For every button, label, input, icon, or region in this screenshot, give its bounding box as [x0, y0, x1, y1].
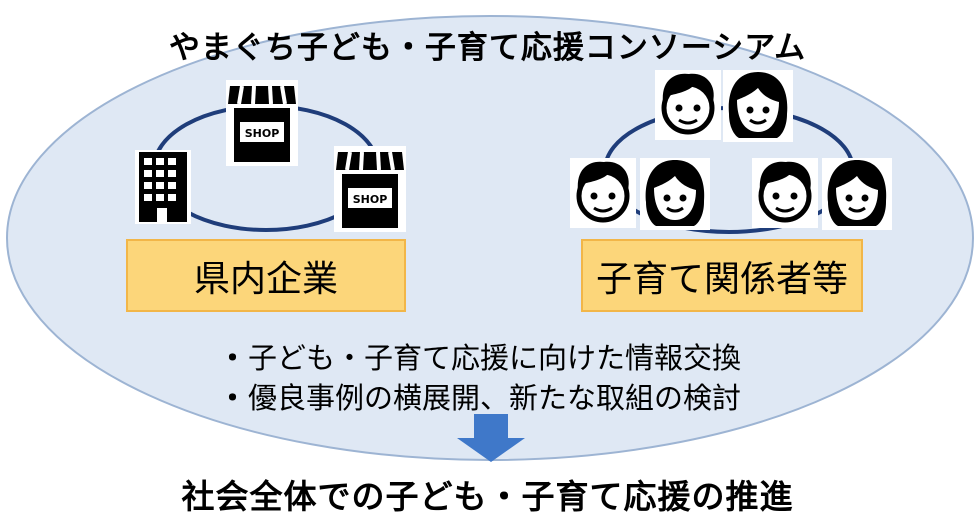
woman-face-icon: [640, 158, 710, 230]
shop-icon: SHOP: [226, 80, 298, 166]
diagram-title: やまぐち子ども・子育て応援コンソーシアム: [168, 30, 807, 66]
childcare-stakeholders-label-box: 子育て関係者等: [581, 239, 863, 312]
shop-icon: SHOP: [334, 146, 406, 232]
woman-face-icon: [822, 158, 892, 230]
bullet-mark: ・: [218, 341, 248, 375]
activity-text: 優良事例の横展開、新たな取組の検討: [248, 381, 742, 415]
woman-face-icon: [723, 70, 793, 142]
bullet-mark: ・: [218, 381, 248, 415]
man-face-icon: [655, 70, 721, 140]
down-arrow-icon: [457, 414, 525, 462]
activity-item: ・優良事例の横展開、新たな取組の検討: [218, 378, 741, 418]
man-face-icon: [752, 158, 818, 228]
result-text: 社会全体での子ども・子育て応援の推進: [181, 477, 794, 516]
shop-sign-text: SHOP: [245, 127, 280, 140]
business-label: 県内企業: [193, 258, 338, 300]
childcare-stakeholders-label: 子育て関係者等: [595, 258, 848, 300]
shop-sign-text: SHOP: [353, 193, 388, 206]
activity-item: ・子ども・子育て応援に向けた情報交換: [218, 338, 741, 378]
activity-list: ・子ども・子育て応援に向けた情報交換 ・優良事例の横展開、新たな取組の検討: [218, 338, 741, 418]
activity-text: 子ども・子育て応援に向けた情報交換: [248, 341, 742, 375]
business-label-box: 県内企業: [126, 239, 406, 312]
man-face-icon: [570, 158, 636, 228]
building-icon: [135, 150, 191, 224]
